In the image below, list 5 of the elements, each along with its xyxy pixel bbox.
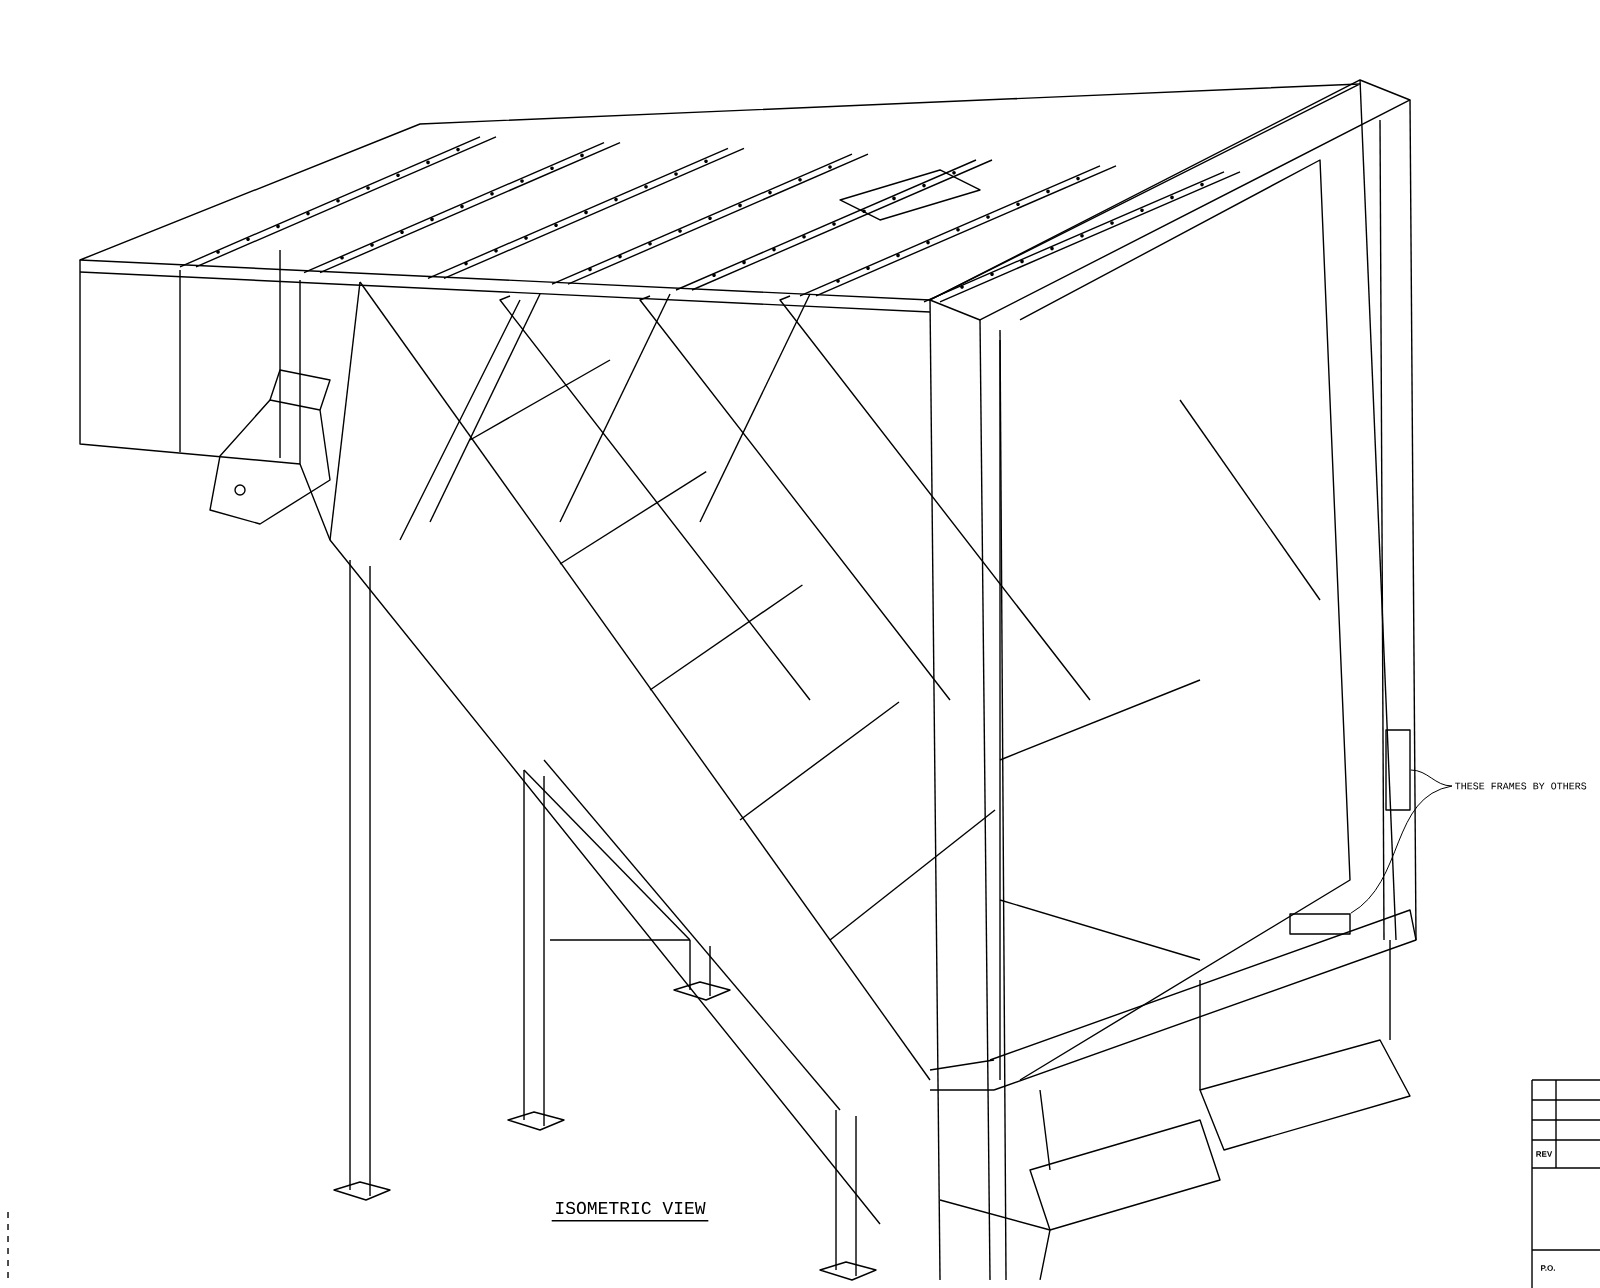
frame-member [1289, 913, 1351, 935]
view-title: ISOMETRIC VIEW [556, 1201, 706, 1215]
frame-member [1385, 729, 1411, 811]
leader-line [1350, 785, 1453, 914]
leader-line [1410, 769, 1453, 787]
